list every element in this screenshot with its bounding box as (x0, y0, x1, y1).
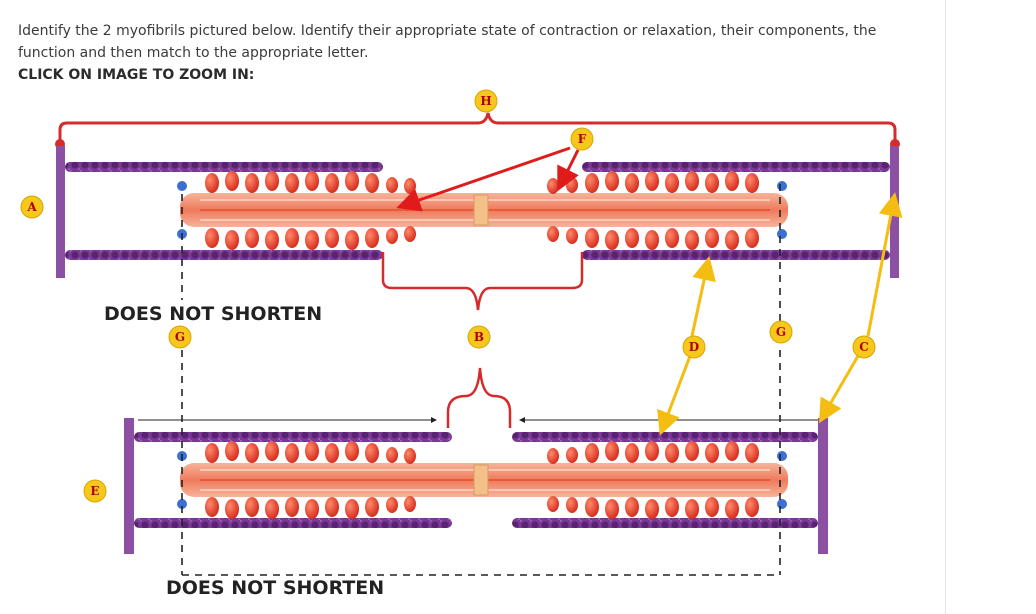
thin-filament (65, 162, 383, 172)
thin-filament (134, 432, 452, 442)
question-text: Identify the 2 myofibrils pictured below… (18, 23, 877, 61)
label-b[interactable]: B (467, 325, 491, 349)
label-d[interactable]: D (682, 335, 706, 359)
titin-end (777, 499, 787, 509)
titin-end (177, 499, 187, 509)
thin-filament (512, 432, 818, 442)
relaxed-sarcomere (55, 112, 900, 311)
right-panel (945, 0, 1036, 614)
zoom-instruction[interactable]: CLICK ON IMAGE TO ZOOM IN: (18, 67, 255, 83)
z-disc-right (818, 418, 828, 554)
myosin-heads (205, 171, 759, 250)
thin-filament (512, 518, 818, 528)
sarcomere-diagram[interactable]: DOES NOT SHORTEN DOES NOT SHORTEN A H F … (0, 0, 945, 614)
svg-text:G: G (776, 325, 786, 339)
label-h[interactable]: H (474, 89, 498, 113)
caption-does-not-shorten-bottom: DOES NOT SHORTEN (166, 577, 384, 599)
svg-text:C: C (859, 340, 869, 354)
m-line (473, 194, 489, 226)
svg-text:D: D (689, 340, 699, 354)
pointer-d-up (690, 256, 716, 337)
titin-end (777, 181, 787, 191)
z-disc-left (56, 146, 65, 278)
z-disc-left (124, 418, 134, 554)
svg-text:B: B (474, 330, 484, 344)
label-a[interactable]: A (20, 195, 44, 219)
label-g-left[interactable]: G (168, 325, 192, 349)
thin-filament (582, 250, 890, 260)
m-line (473, 464, 489, 496)
label-g-right[interactable]: G (769, 320, 793, 344)
titin-end (177, 181, 187, 191)
bracket-sarcomere (58, 112, 897, 145)
pointer-f-right (557, 149, 580, 192)
svg-text:H: H (480, 94, 491, 108)
bracket-i-band (446, 367, 512, 428)
contracted-sarcomere (124, 367, 828, 554)
caption-does-not-shorten-top: DOES NOT SHORTEN (104, 303, 322, 325)
label-e[interactable]: E (83, 479, 107, 503)
svg-text:F: F (578, 132, 587, 146)
svg-text:A: A (26, 200, 37, 214)
pointer-c-down (818, 355, 860, 424)
pointer-c-up (866, 192, 903, 337)
alignment-guides (181, 184, 781, 576)
svg-text:E: E (90, 484, 99, 498)
thin-filament (134, 518, 452, 528)
label-c[interactable]: C (852, 335, 876, 359)
myosin-heads (205, 441, 759, 519)
label-f[interactable]: F (570, 127, 594, 151)
thin-filament (582, 162, 890, 172)
pointer-d-down (657, 355, 692, 436)
thin-filament (65, 250, 383, 260)
svg-text:G: G (175, 330, 185, 344)
titin-end (777, 451, 787, 461)
titin-end (777, 229, 787, 239)
bracket-a-band (381, 252, 584, 311)
pointer-f-left (396, 146, 571, 212)
